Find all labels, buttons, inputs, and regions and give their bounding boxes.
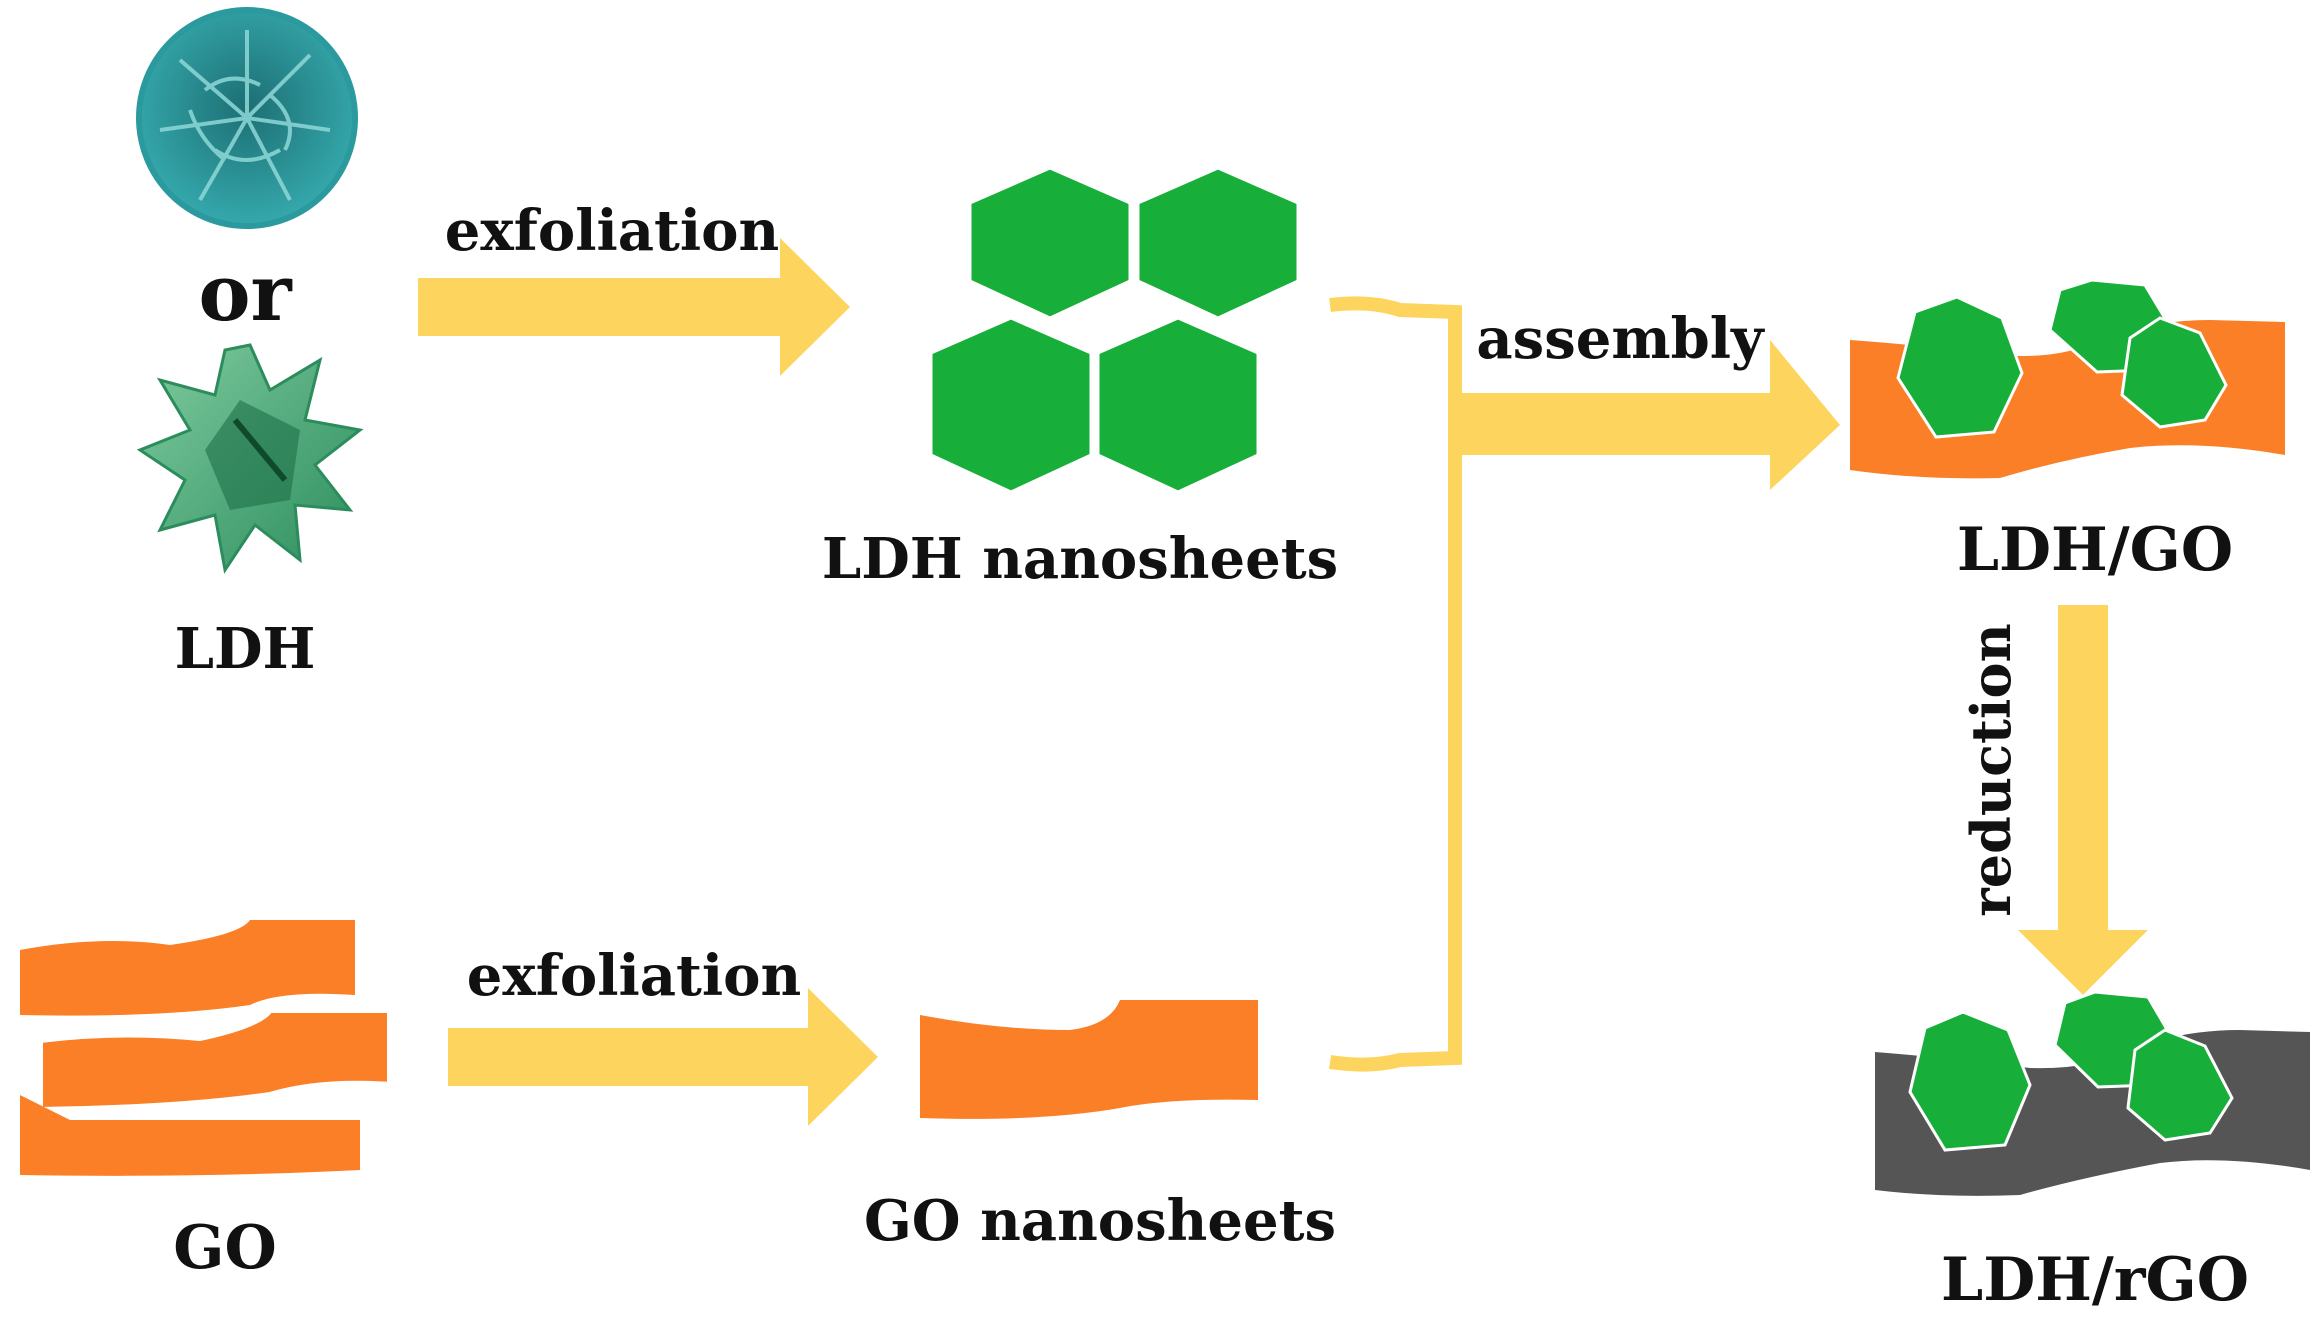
exfoliation-arrow-bottom — [448, 988, 878, 1126]
assembly-label: assembly — [1476, 306, 1765, 372]
reduction-label: reduction — [1959, 623, 2023, 916]
go-stacked-sheets — [20, 920, 393, 1176]
ldh-teal-flower — [136, 7, 358, 229]
hexagon — [1136, 166, 1300, 320]
hexagon — [1908, 1010, 2032, 1152]
hexagon — [968, 166, 1132, 320]
ldh-nanosheets-label: LDH nanosheets — [822, 526, 1338, 592]
ldh-nanosheets — [929, 166, 1300, 494]
assembly-connector — [1328, 296, 1462, 1072]
hexagon — [2120, 316, 2228, 429]
exfoliation-arrow-top — [418, 238, 850, 376]
ldh-go-label: LDH/GO — [1957, 515, 2233, 585]
ldh-rgo-label: LDH/rGO — [1941, 1245, 2249, 1315]
ldh-rgo-composite — [1875, 990, 2310, 1196]
or-label: or — [198, 248, 292, 339]
exfoliation-bottom-label: exfoliation — [467, 943, 802, 1009]
ldh-green-flower — [136, 343, 364, 574]
hexagon — [929, 316, 1093, 494]
reduction-arrow — [2018, 605, 2148, 995]
ldh-go-composite — [1850, 278, 2285, 479]
ldh-label: LDH — [175, 616, 316, 682]
go-label: GO — [173, 1213, 277, 1283]
assembly-arrow — [1460, 340, 1840, 490]
go-nanosheets-label: GO nanosheets — [864, 1188, 1336, 1254]
exfoliation-top-label: exfoliation — [445, 198, 780, 264]
hexagon — [1896, 295, 2024, 439]
hexagon — [2126, 1028, 2234, 1142]
go-nanosheet — [920, 1000, 1258, 1119]
hexagon — [1096, 316, 1260, 494]
